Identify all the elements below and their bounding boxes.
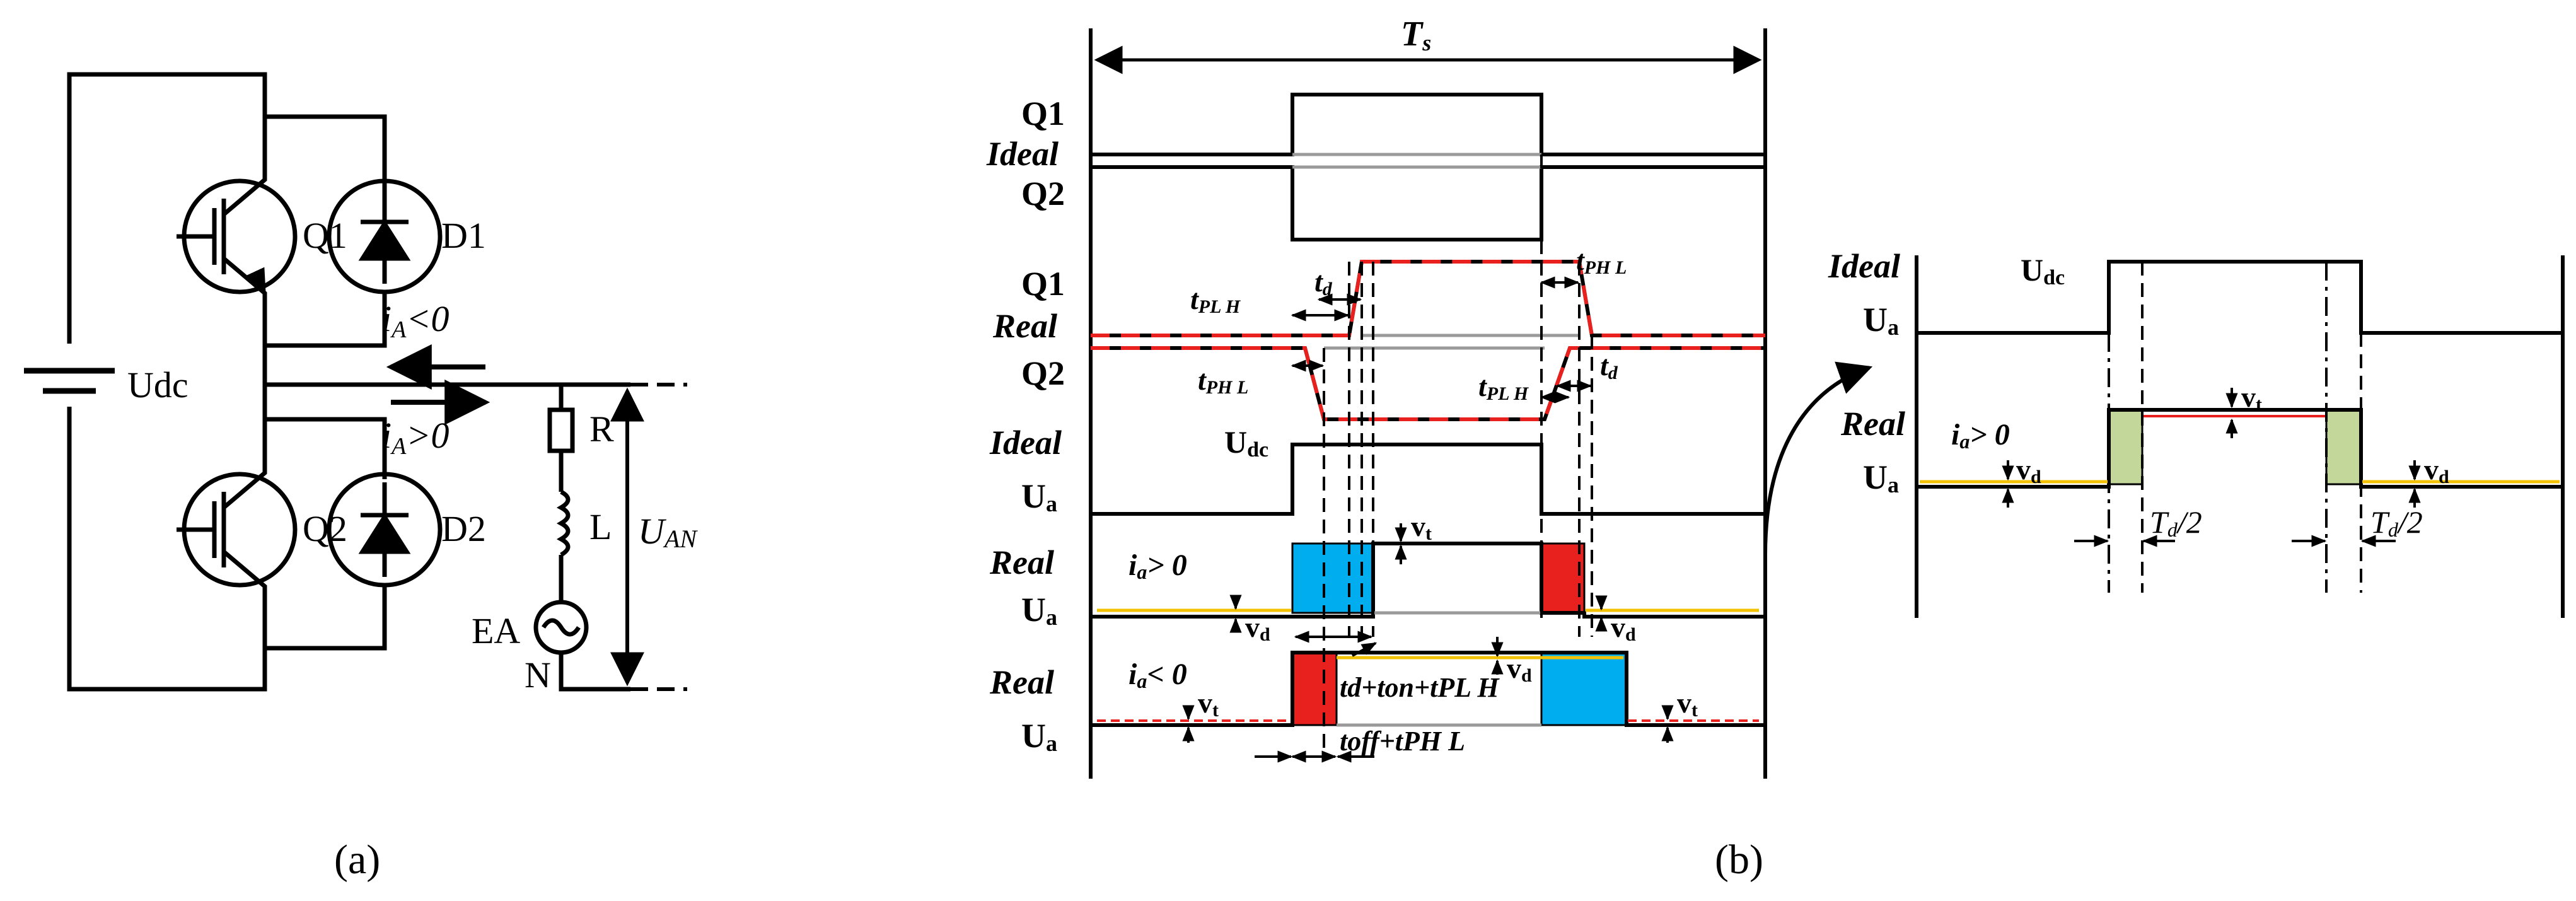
wire-bottom: [67, 407, 267, 692]
wire-d1-bracket: [265, 114, 387, 348]
vt1-label: vt: [1411, 510, 1432, 544]
zoom-real-label: Real: [1840, 405, 1905, 443]
ua-real-neg-waveform: [1091, 651, 1765, 727]
udc-wave-label: Udc: [1224, 424, 1268, 462]
uan-label: UAN: [638, 511, 698, 553]
tplh-q2-label: tPL H: [1478, 370, 1529, 404]
td-q2-label: td: [1600, 349, 1618, 383]
ac-source-symbol: [533, 600, 589, 655]
wire-load: [559, 451, 630, 692]
q1-real-label: Q1: [1021, 265, 1065, 303]
ton-expression: td+ton+tPL H: [1340, 672, 1500, 703]
dc-source-symbol: [24, 368, 115, 394]
d2-label: D2: [441, 508, 486, 549]
ideal-label: Ideal: [986, 135, 1059, 173]
l-label: L: [589, 506, 612, 547]
zoom-vd2-label: vd: [2424, 453, 2449, 487]
tplh-label: tPL H: [1190, 283, 1241, 317]
q2-ideal-waveform: [1091, 165, 1765, 241]
zoom-real-waveform: [1917, 408, 2563, 489]
wire-top: [67, 72, 267, 344]
circuit-diagram: [67, 72, 630, 692]
wire-d2-bracket: [265, 417, 387, 651]
d1-diode-symbol: [327, 178, 443, 294]
zoom-ia-pos-label: ia> 0: [1951, 418, 2010, 453]
ideal-ua-label: Ideal: [989, 424, 1062, 462]
ia-neg-blue-area: [1540, 651, 1628, 726]
zoom-ideal-label: Ideal: [1828, 247, 1900, 285]
ia-neg-red-area: [1291, 651, 1338, 726]
udc-label: Udc: [127, 364, 189, 405]
q2-real-waveform: [1091, 346, 1765, 421]
timing-diagram: Ts: [986, 15, 1767, 779]
zoom-arrow: [1763, 361, 1873, 555]
q2-real-red: [1091, 346, 1765, 421]
inductor-symbol: [556, 489, 571, 557]
zoom-ideal-waveform: [1917, 260, 2563, 335]
ts-label: Ts: [1401, 15, 1431, 55]
ua-ideal-label: Ua: [1021, 477, 1057, 516]
tphl-q1-label: tPH L: [1576, 244, 1627, 278]
ia-pos-red-area: [1540, 542, 1586, 614]
ea-label: EA: [472, 610, 520, 651]
zoom-udc-label: Udc: [2021, 252, 2065, 289]
zoom-green-left: [2108, 409, 2144, 485]
ia-pos-label: ia> 0: [1128, 549, 1187, 583]
q1-transistor-symbol: [177, 117, 298, 346]
q2-ideal-label: Q2: [1021, 175, 1065, 212]
wire-midpoint: [262, 346, 564, 419]
td-label: td: [1314, 265, 1333, 299]
zoom-td2-left-label: Td/2: [2150, 504, 2202, 541]
real-neg-label: Real: [989, 663, 1054, 701]
vd2-label: vd: [1611, 611, 1636, 645]
real-label: Real: [992, 307, 1057, 345]
ua-real-pos-waveform: [1091, 542, 1765, 619]
vd1-label: vd: [1245, 611, 1270, 645]
zoom-panel: Ideal Ua Udc Real Ua ia> 0 vt vd vd Td/2…: [1828, 247, 2565, 618]
caption-b: (b): [1715, 837, 1763, 883]
tphl-label: tPH L: [1198, 364, 1248, 398]
r-label: R: [589, 409, 614, 450]
zoom-ua-label: Ua: [1863, 301, 1899, 340]
ua-real-pos-label: Ua: [1021, 591, 1057, 630]
vt3-label: vt: [1677, 687, 1698, 721]
vt2-label: vt: [1198, 687, 1219, 721]
zoom-vd-label: vd: [2016, 453, 2041, 487]
ia-neg-label: ia< 0: [1128, 658, 1187, 692]
q2-real-label: Q2: [1021, 354, 1065, 392]
q1-ideal-waveform: [1091, 93, 1765, 156]
vd3-label: vd: [1507, 652, 1532, 686]
zoom-ua2-label: Ua: [1863, 458, 1899, 497]
ua-ideal-waveform: [1091, 443, 1765, 516]
ua-real-neg-label: Ua: [1021, 717, 1057, 756]
toff-expression: toff+tPH L: [1340, 726, 1465, 757]
q1-real-red: [1091, 260, 1765, 337]
ia-negative-label: iA<0: [381, 298, 449, 343]
zoom-green-right: [2325, 409, 2362, 485]
zoom-vt-label: vt: [2241, 381, 2262, 415]
d2-diode-symbol: [327, 472, 443, 588]
q1-label: Q1: [303, 215, 347, 256]
ia-positive-label: iA>0: [381, 415, 449, 460]
q2-transistor-symbol: [177, 419, 298, 648]
q2-label: Q2: [303, 508, 347, 549]
d1-label: D1: [441, 215, 486, 256]
caption-a: (a): [334, 837, 380, 883]
q1-ideal-label: Q1: [1021, 95, 1065, 132]
ia-pos-blue-area: [1291, 542, 1374, 614]
zoom-td2-right-label: Td/2: [2370, 504, 2423, 541]
real-pos-label: Real: [989, 544, 1054, 581]
n-label: N: [525, 654, 551, 695]
resistor-symbol: [547, 407, 575, 453]
